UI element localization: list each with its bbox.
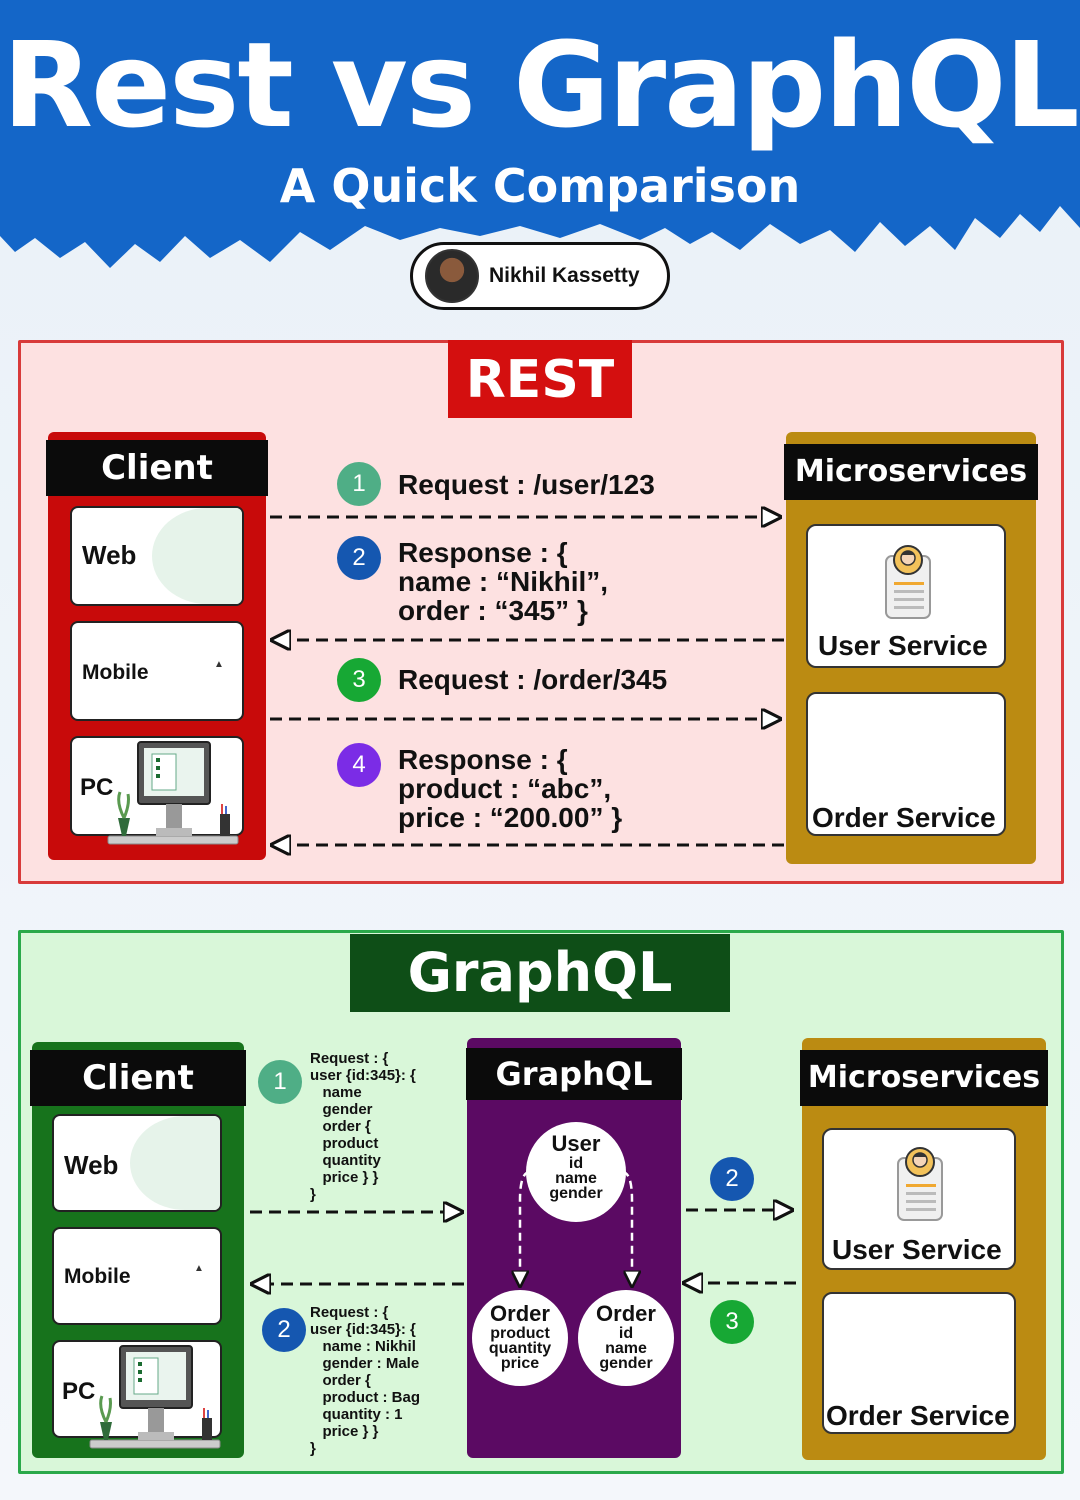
rest-web-label: Web (82, 540, 137, 570)
rest-web-card: Web (70, 506, 244, 606)
rest-pc-label: PC (80, 774, 114, 801)
graphql-order-service-card: Order Service (822, 1292, 1016, 1434)
rest-step-3-badge: 3 (337, 658, 381, 702)
rest-user-service-label: User Service (818, 630, 988, 661)
rest-microservices-header: Microservices (784, 444, 1038, 500)
graphql-step-2-right-badge: 2 (710, 1157, 754, 1201)
graphql-pc-label: PC (62, 1378, 96, 1405)
rest-client-header: Client (46, 440, 268, 496)
graphql-step-1-badge: 1 (258, 1060, 302, 1104)
graphql-title: GraphQL (350, 934, 730, 1012)
rest-order-service-label: Order Service (812, 802, 996, 833)
main-title: Rest vs GraphQL (2, 16, 1080, 154)
graphql-step-3-badge: 3 (710, 1300, 754, 1344)
graphql-client-header: Client (30, 1050, 246, 1106)
rest-pc-card: PC (70, 736, 244, 836)
graphql-microservices-header: Microservices (800, 1050, 1048, 1106)
graphql-order-node-right: Order id name gender (578, 1290, 674, 1386)
rest-step-4-badge: 4 (337, 743, 381, 787)
graphql-server-header: GraphQL (466, 1048, 682, 1100)
rest-mobile-card: Mobile ▲ (70, 621, 244, 721)
graphql-user-service-card: User Service (822, 1128, 1016, 1270)
graphql-request-text: Request : { user {id:345}: { name gender… (310, 1050, 416, 1203)
web-decoration (152, 508, 242, 604)
author-name: Nikhil Kassetty (489, 264, 640, 287)
rest-step-2-text: Response : { name : “Nikhil”, order : “3… (398, 537, 609, 626)
mobile-icon: ▲ (214, 659, 224, 670)
graphql-mobile-label: Mobile (64, 1265, 131, 1288)
rest-step-3-text: Request : /order/345 (398, 664, 668, 695)
graphql-order-node-right-title: Order (596, 1301, 656, 1326)
graphql-order-service-label: Order Service (826, 1400, 1010, 1431)
rest-order-service-card: Order Service (806, 692, 1006, 836)
rest-step-2-badge: 2 (337, 536, 381, 580)
mobile-icon: ▲ (194, 1263, 204, 1274)
rest-step-4-text: Response : { product : “abc”, price : “2… (398, 744, 623, 833)
graphql-response-text: Request : { user {id:345}: { name : Nikh… (310, 1304, 420, 1457)
rest-mobile-label: Mobile (82, 661, 149, 684)
graphql-user-service-label: User Service (832, 1234, 1002, 1265)
subtitle: A Quick Comparison (279, 159, 801, 213)
graphql-user-node-fields: id name gender (549, 1155, 603, 1202)
graphql-user-node: User id name gender (526, 1122, 626, 1222)
graphql-order-node-left-title: Order (490, 1301, 550, 1326)
graphql-web-card: Web (52, 1114, 222, 1212)
graphql-order-node-left-fields: product quantity price (488, 1325, 552, 1372)
rest-title: REST (448, 340, 632, 418)
graphql-pc-card: PC (52, 1340, 222, 1438)
graphql-step-2-badge: 2 (262, 1308, 306, 1352)
graphql-web-label: Web (64, 1150, 119, 1180)
graphql-order-node-left: Order product quantity price (472, 1290, 568, 1386)
rest-step-1-text: Request : /user/123 (398, 469, 655, 500)
rest-user-service-card: User Service (806, 524, 1006, 668)
graphql-user-node-title: User (551, 1131, 601, 1156)
graphql-order-node-right-fields: id name gender (599, 1325, 653, 1372)
rest-step-1-badge: 1 (337, 462, 381, 506)
author-badge: Nikhil Kassetty (410, 242, 670, 310)
graphql-server-column (467, 1038, 681, 1458)
header-banner (0, 0, 1080, 268)
author-avatar (425, 249, 479, 303)
header-banner-shape (0, 0, 1080, 268)
graphql-mobile-card: Mobile ▲ (52, 1227, 222, 1325)
web-decoration (130, 1116, 220, 1210)
